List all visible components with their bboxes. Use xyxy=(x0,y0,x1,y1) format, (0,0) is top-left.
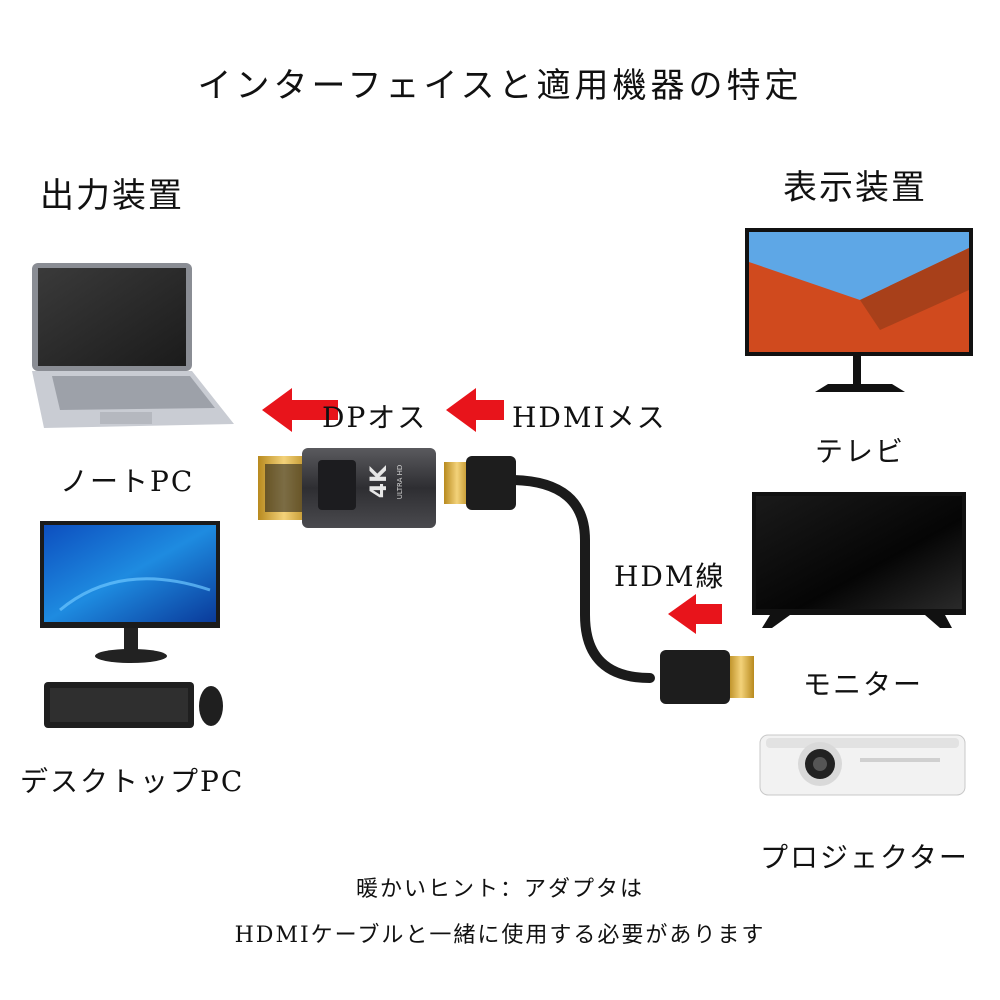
arrow-hdmi-cable xyxy=(668,594,722,634)
dp-adapter-icon xyxy=(258,448,436,528)
dp-male-label: DPオス xyxy=(322,401,428,434)
hdmi-cable-label: HDM線 xyxy=(614,560,726,593)
tv-label: テレビ xyxy=(815,435,906,468)
tv-icon xyxy=(745,228,973,392)
page-title: インターフェイスと適用機器の特定 xyxy=(197,66,803,106)
monitor-icon xyxy=(752,492,966,628)
tip-line-1: 暖かいヒント：アダプタは xyxy=(355,877,644,902)
output-devices-heading: 出力装置 xyxy=(40,176,184,216)
arrow-dp-male xyxy=(262,388,338,432)
adapter-badge: 4K xyxy=(367,465,392,498)
tip-line-2: HDMIケーブルと一緒に使用する必要があります xyxy=(234,923,766,948)
desktop-pc-label: デスクトップPC xyxy=(20,765,245,798)
projector-label: プロジェクター xyxy=(760,841,969,874)
hdmi-cable-icon xyxy=(444,456,754,704)
display-devices-heading: 表示装置 xyxy=(783,168,927,208)
monitor-label: モニター xyxy=(803,668,924,701)
arrow-hdmi-female xyxy=(446,388,504,432)
projector-icon xyxy=(759,734,966,796)
laptop-label: ノートPC xyxy=(60,465,195,498)
laptop-icon xyxy=(32,263,234,428)
desktop-pc-icon xyxy=(40,521,223,728)
hdmi-female-label: HDMIメス xyxy=(512,401,667,434)
adapter-badge-sub: ULTRA HD xyxy=(396,465,404,500)
